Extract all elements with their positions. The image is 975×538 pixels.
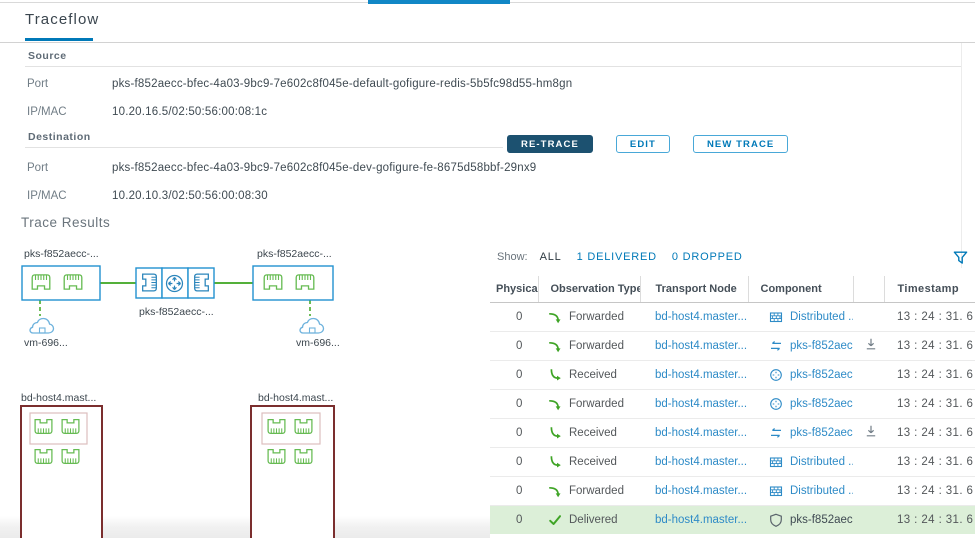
router-label: pks-f852aecc-... [139, 306, 214, 318]
trace-results-title: Trace Results [21, 215, 111, 230]
table-row[interactable]: 0 Received bd-host4.master... pks-f852ae… [490, 360, 975, 389]
forwarded-icon [548, 397, 562, 411]
filter-all[interactable]: ALL [539, 251, 562, 263]
distributed-firewall-icon [769, 484, 783, 498]
delivered-check-icon [548, 513, 562, 527]
transport-node-link[interactable]: bd-host4.master... [655, 513, 748, 526]
re-trace-button[interactable]: RE-TRACE [507, 135, 593, 153]
forwarded-icon [548, 310, 562, 324]
component-link[interactable]: pks-f852aec... [790, 368, 853, 381]
host-node-right[interactable] [250, 405, 335, 538]
vm-left-label: vm-696... [24, 337, 68, 349]
source-ipmac-value: 10.20.16.5/02:50:56:00:08:1c [112, 106, 268, 118]
forwarded-icon [548, 484, 562, 498]
transport-node-link[interactable]: bd-host4.master... [655, 484, 748, 497]
source-divider [25, 66, 961, 67]
source-port-value: pks-f852aecc-bfec-4a03-9bc9-7e602c8f045e… [112, 78, 573, 90]
router-node[interactable] [135, 267, 215, 299]
table-row[interactable]: 0 Forwarded bd-host4.master... pks-f852a… [490, 389, 975, 418]
received-icon [548, 368, 562, 382]
component-label: pks-f852aec... [790, 513, 853, 526]
source-port-label: Port [27, 78, 49, 90]
edit-button[interactable]: EDIT [615, 135, 670, 153]
funnel-icon[interactable] [953, 250, 968, 265]
col-blank [853, 276, 885, 303]
filter-dropped[interactable]: 0 DROPPED [671, 251, 743, 263]
switch-icon [769, 397, 783, 411]
distributed-firewall-icon [769, 455, 783, 469]
download-icon[interactable] [864, 424, 878, 438]
table-header-row: Physical Observation Type Transport Node… [490, 276, 975, 303]
shield-icon [769, 513, 783, 527]
observations-table: Physical Observation Type Transport Node… [490, 276, 975, 534]
destination-ipmac-label: IP/MAC [27, 190, 67, 202]
host-left-label: bd-host4.mast... [21, 392, 96, 404]
received-icon [548, 455, 562, 469]
forwarded-icon [548, 339, 562, 353]
segment-node-right[interactable] [252, 265, 334, 301]
table-row[interactable]: 0 Forwarded bd-host4.master... Distribut… [490, 302, 975, 331]
distributed-firewall-icon [769, 310, 783, 324]
segment-left-label: pks-f852aecc-... [24, 248, 99, 260]
component-link[interactable]: pks-f852aec... [790, 426, 853, 439]
component-link[interactable]: pks-f852aec... [790, 397, 853, 410]
page-title: Traceflow [25, 11, 100, 28]
transport-node-link[interactable]: bd-host4.master... [655, 310, 748, 323]
transport-node-link[interactable]: bd-host4.master... [655, 397, 748, 410]
col-timestamp[interactable]: Timestamp [884, 276, 975, 303]
component-link[interactable]: Distributed ... [790, 484, 853, 497]
show-filter-bar: Show: ALL 1 DELIVERED 0 DROPPED [490, 247, 975, 267]
show-label: Show: [497, 251, 528, 263]
vm-cloud-icon[interactable] [299, 317, 325, 334]
table-row[interactable]: 0 Forwarded bd-host4.master... Distribut… [490, 476, 975, 505]
destination-port-value: pks-f852aecc-bfec-4a03-9bc9-7e602c8f045e… [112, 162, 537, 174]
col-observation-type[interactable]: Observation Type [538, 276, 641, 303]
col-transport-node[interactable]: Transport Node [640, 276, 749, 303]
transport-node-link[interactable]: bd-host4.master... [655, 368, 748, 381]
component-link[interactable]: Distributed ... [790, 310, 853, 323]
table-row[interactable]: 0 Forwarded bd-host4.master... pks-f852a… [490, 331, 975, 360]
filter-delivered[interactable]: 1 DELIVERED [576, 251, 657, 263]
destination-port-label: Port [27, 162, 49, 174]
trace-results-panel: Show: ALL 1 DELIVERED 0 DROPPED Physical… [490, 247, 975, 534]
table-row-delivered[interactable]: 0 Delivered bd-host4.master... pks-f852a… [490, 505, 975, 534]
host-node-left[interactable] [20, 405, 103, 538]
host-right-label: bd-host4.mast... [258, 392, 333, 404]
trace-topology-diagram: pks-f852aecc-... pks-f852aecc-... pks-f8… [0, 248, 490, 538]
table-row[interactable]: 0 Received bd-host4.master... Distribute… [490, 447, 975, 476]
new-trace-button[interactable]: NEW TRACE [692, 135, 789, 153]
destination-divider [25, 147, 503, 148]
table-row[interactable]: 0 Received bd-host4.master... pks-f852ae… [490, 418, 975, 447]
header-divider [0, 42, 975, 43]
segment-right-label: pks-f852aecc-... [257, 248, 332, 260]
switch-icon [769, 368, 783, 382]
col-component[interactable]: Component [748, 276, 854, 303]
component-link[interactable]: Distributed ... [790, 455, 853, 468]
active-tab-indicator [368, 0, 510, 4]
title-active-underline [25, 38, 93, 41]
scroll-fade [0, 516, 490, 538]
received-icon [548, 426, 562, 440]
destination-section-label: Destination [28, 131, 91, 143]
panel-right-edge [961, 43, 962, 268]
port-swap-icon [769, 339, 783, 353]
col-physical[interactable]: Physical [490, 276, 539, 303]
component-link[interactable]: pks-f852aec... [790, 339, 853, 352]
destination-ipmac-value: 10.20.10.3/02:50:56:00:08:30 [112, 190, 268, 202]
transport-node-link[interactable]: bd-host4.master... [655, 455, 748, 468]
transport-node-link[interactable]: bd-host4.master... [655, 426, 748, 439]
source-ipmac-label: IP/MAC [27, 106, 67, 118]
vm-cloud-icon[interactable] [29, 317, 55, 334]
download-icon[interactable] [864, 337, 878, 351]
action-buttons: RE-TRACE EDIT NEW TRACE [507, 135, 789, 153]
source-section-label: Source [28, 50, 67, 62]
vm-right-label: vm-696... [296, 337, 340, 349]
port-swap-icon [769, 426, 783, 440]
transport-node-link[interactable]: bd-host4.master... [655, 339, 748, 352]
segment-node-left[interactable] [21, 265, 101, 301]
